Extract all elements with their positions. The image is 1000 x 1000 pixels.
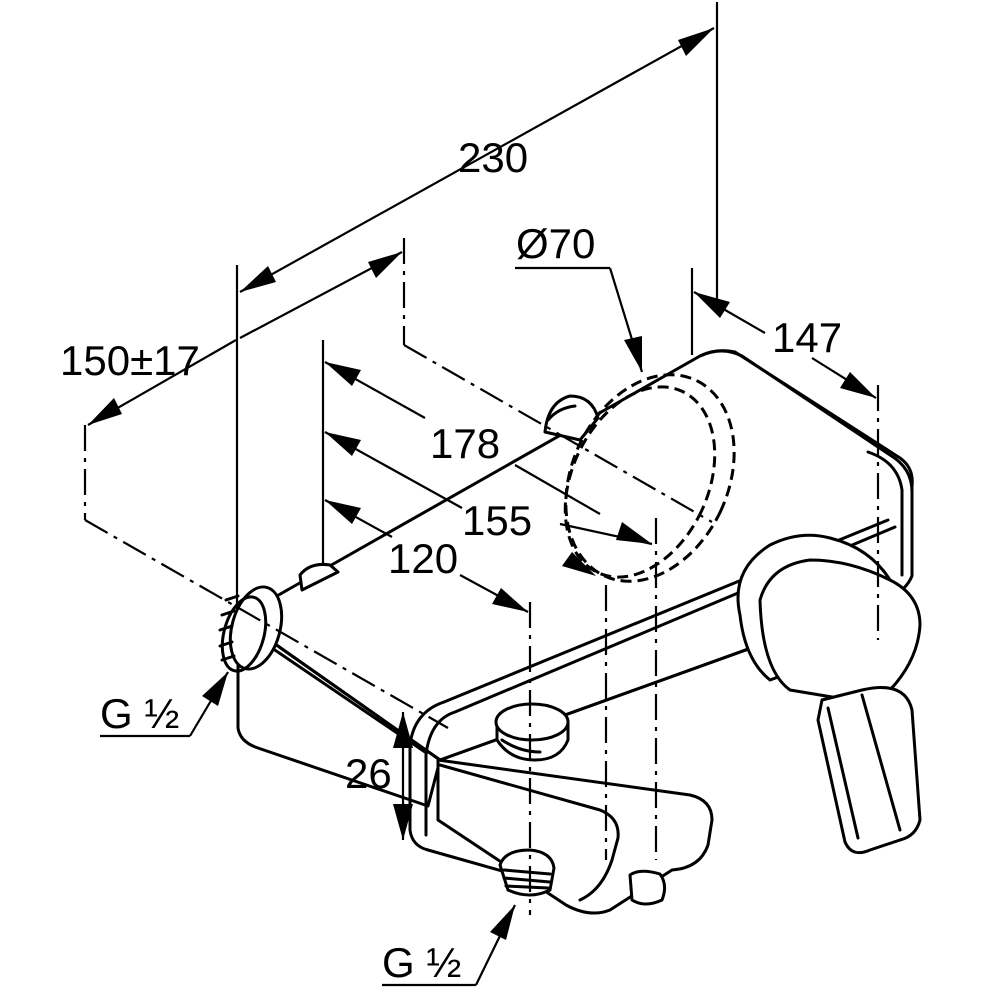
thread-outlet-label: G ½ [382, 939, 461, 986]
thread-outlet-leader [382, 904, 516, 987]
thread-inlet-leader [100, 671, 229, 738]
dimension-155-label: 155 [462, 497, 532, 544]
diameter-70-label: Ø70 [516, 220, 595, 267]
dimension-230-label: 230 [458, 134, 528, 181]
lever-handle [736, 533, 922, 855]
dimension-178-line [324, 361, 601, 515]
inlet-connector-left [218, 585, 284, 673]
spout [436, 758, 714, 915]
dimension-120-label: 120 [388, 535, 458, 582]
dimension-147-line [693, 291, 877, 399]
dimension-26-label: 26 [345, 750, 392, 797]
dimension-150-line [87, 251, 403, 426]
diameter-70-leader [515, 266, 644, 373]
thread-inlet-label: G ½ [100, 690, 179, 737]
dimension-120-line [324, 499, 529, 613]
dimension-230-line [239, 27, 715, 293]
dimension-178-label: 178 [430, 420, 500, 467]
dimension-150-label: 150±17 [60, 337, 200, 384]
inlet-connector-mid [298, 563, 340, 592]
extension-lines [235, 2, 719, 610]
dimension-26-line [393, 712, 413, 840]
dimension-155-line [324, 431, 653, 546]
diameter-70-leader-lower [562, 552, 596, 576]
center-lines [83, 238, 880, 915]
dimension-147-label: 147 [772, 314, 842, 361]
diverter-knob [494, 702, 570, 762]
